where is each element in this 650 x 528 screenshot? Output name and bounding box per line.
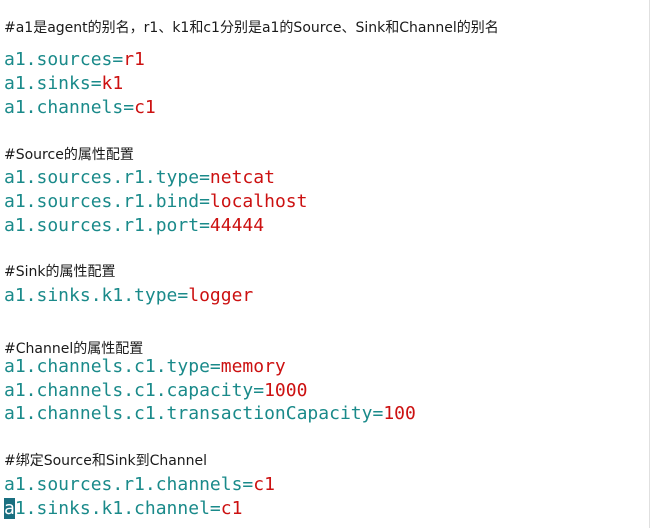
comment-line-channel-config: #Channel的属性配置	[4, 341, 144, 357]
config-value: c1	[220, 498, 243, 519]
equals-operator: =	[242, 474, 254, 495]
equals-operator: =	[209, 498, 221, 519]
config-key: a1.sources.r1.port	[4, 215, 200, 236]
config-value: localhost	[209, 191, 308, 212]
config-key: a1.channels.c1.type	[4, 356, 210, 377]
equals-operator: =	[199, 167, 210, 188]
comment-line-sink-config: #Sink的属性配置	[4, 264, 116, 280]
code-line-channel-type[interactable]: a1.channels.c1.type=memory	[4, 355, 286, 378]
config-key: a1.sinks	[4, 73, 91, 94]
code-line-source-port[interactable]: a1.sources.r1.port=44444	[4, 214, 264, 237]
config-key: a1.sources.r1.channels	[4, 474, 243, 495]
config-value: r1	[123, 49, 145, 70]
code-line-sink-channel[interactable]: a1.sinks.k1.channel=c1	[4, 497, 242, 520]
config-value: memory	[220, 356, 286, 377]
config-key: a1.sinks.k1.type	[4, 285, 178, 306]
config-value: netcat	[209, 167, 275, 188]
equals-operator: =	[90, 73, 102, 94]
config-value: k1	[101, 73, 124, 94]
config-key: a1.channels.c1.capacity	[4, 380, 254, 401]
config-key: a1.sources	[4, 49, 113, 70]
config-key: a1.channels.c1.transactionCapacity	[4, 403, 373, 424]
config-value: c1	[253, 474, 275, 495]
config-value: 1000	[264, 380, 308, 401]
code-line-channel-capacity[interactable]: a1.channels.c1.capacity=1000	[4, 379, 307, 402]
equals-operator: =	[372, 403, 384, 424]
equals-operator: =	[199, 215, 210, 236]
code-line-sources[interactable]: a1.sources=r1	[4, 48, 145, 71]
equals-operator: =	[123, 97, 135, 118]
code-line-sinks[interactable]: a1.sinks=k1	[4, 72, 123, 95]
config-value: 100	[383, 403, 416, 424]
comment-line-aliases: #a1是agent的别名，r1、k1和c1分别是a1的Source、Sink和C…	[4, 20, 499, 36]
config-value: c1	[134, 97, 156, 118]
equals-operator: =	[112, 49, 124, 70]
equals-operator: =	[199, 191, 210, 212]
text-cursor[interactable]: a	[4, 498, 15, 519]
config-key: a1.sources.r1.type	[4, 167, 200, 188]
config-key: a1.sources.r1.bind	[4, 191, 200, 212]
code-line-channel-transaction-capacity[interactable]: a1.channels.c1.transactionCapacity=100	[4, 402, 416, 425]
code-line-sink-type[interactable]: a1.sinks.k1.type=logger	[4, 284, 253, 307]
config-key: a1.channels	[4, 97, 124, 118]
code-line-source-channels[interactable]: a1.sources.r1.channels=c1	[4, 473, 275, 496]
equals-operator: =	[177, 285, 189, 306]
config-value: 44444	[209, 215, 265, 236]
config-key: 1.sinks.k1.channel	[14, 498, 210, 519]
equals-operator: =	[209, 356, 221, 377]
code-line-source-type[interactable]: a1.sources.r1.type=netcat	[4, 166, 275, 189]
code-line-source-bind[interactable]: a1.sources.r1.bind=localhost	[4, 190, 307, 213]
code-line-channels[interactable]: a1.channels=c1	[4, 96, 156, 119]
comment-line-source-config: #Source的属性配置	[4, 147, 134, 163]
equals-operator: =	[253, 380, 265, 401]
comment-line-binding: #绑定Source和Sink到Channel	[4, 453, 208, 469]
config-value: logger	[188, 285, 254, 306]
